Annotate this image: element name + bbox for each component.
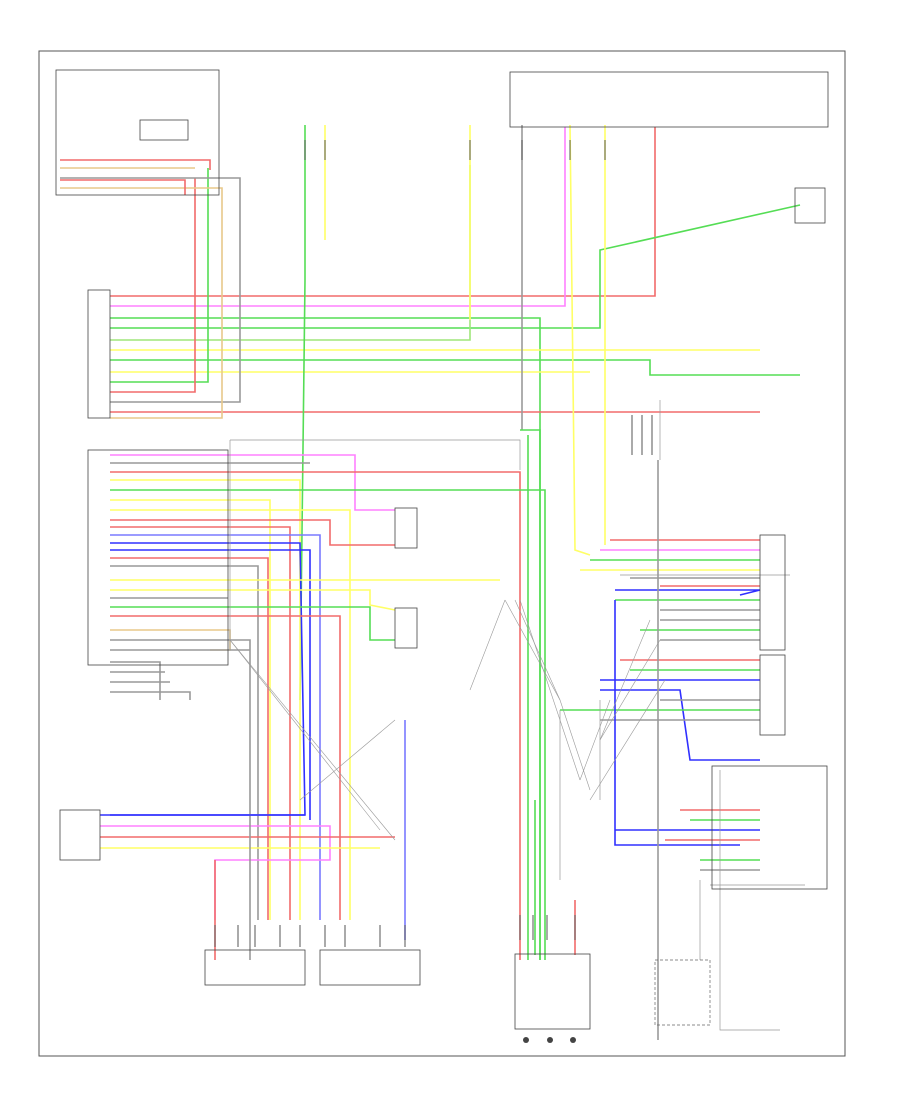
wire-red-27 [110,471,521,960]
wire-gray-45 [110,639,251,820]
wire-gray-98 [589,679,666,801]
wire-lightgreen-5 [110,165,471,341]
fuse-block [509,71,829,128]
wire-gray-97 [599,619,651,741]
wire-pink-25 [110,454,395,511]
wire-red-14 [60,159,211,170]
right-connector-2 [759,654,786,736]
wire-yellow-28 [110,479,301,920]
wire-red-32 [110,519,395,546]
sensor-2 [394,607,418,649]
bottom-right-module [654,959,711,1026]
components [55,69,829,1043]
wire-green-4 [110,204,801,329]
wire-pink-2 [110,127,566,307]
bottom-switch-box-2 [319,949,421,986]
wire-tan-13 [60,187,223,419]
wire-red-43 [110,615,341,920]
top-left-connector [139,119,189,141]
top-right-switch [794,187,826,224]
wire-gray-96 [599,639,661,741]
top-left-relay-box [55,69,220,196]
wire-green-17 [299,125,306,701]
wire-blue-61 [615,589,761,596]
wire-gray-47 [110,661,161,700]
left-connector-bottom [59,809,101,861]
wires [60,124,805,1040]
wire-yellow-31 [110,509,351,920]
wire-gray-94 [229,639,381,831]
wire-gray-99 [230,439,521,470]
wire-gray-87 [504,599,561,701]
wire-red-16 [60,179,186,195]
wire-blue-85 [614,600,740,846]
ground-dot-1 [523,1037,529,1043]
wire-blue-70 [600,689,760,761]
connector-ticks [214,140,653,947]
wire-gray-90 [519,599,581,781]
wire-red-33 [110,526,291,920]
sensor-1 [394,507,418,549]
wire-green-29 [110,489,546,960]
wire-gray-89 [559,699,591,791]
wire-green-42 [110,606,395,641]
wire-gray-106 [719,770,780,1031]
wire-yellow-40 [110,589,396,611]
wire-gray-88 [514,599,561,701]
wire-green-23 [520,429,541,960]
right-switch-block [711,765,828,890]
wire-gray-11 [60,177,241,403]
wire-gray-92 [469,599,506,691]
bottom-switch-box-1 [204,949,306,986]
ecu-connector-2 [87,449,229,666]
ground-dot-2 [547,1037,553,1043]
wire-gray-38 [110,565,259,920]
wire-yellow-21 [569,124,591,556]
right-connector-1 [759,534,786,651]
wire-gray-93 [229,639,396,841]
diagram-border [38,50,846,1057]
wire-red-10 [110,178,196,393]
wire-red-37 [110,557,269,920]
bottom-control-box [514,953,591,1030]
ecu-connector-1 [87,289,111,419]
wire-gray-95 [299,719,396,801]
wire-blue-35 [110,542,306,816]
wire-gray-50 [110,691,191,700]
wire-blue-36 [110,549,311,820]
wire-green-3 [110,317,541,960]
wire-green-9 [110,168,209,383]
wire-red-1 [110,127,656,297]
wire-yellow-30 [110,499,271,920]
wire-violet-34 [110,534,321,920]
wire-gray-91 [579,699,611,781]
ground-dot-3 [570,1037,576,1043]
wire-green-7 [110,359,800,376]
